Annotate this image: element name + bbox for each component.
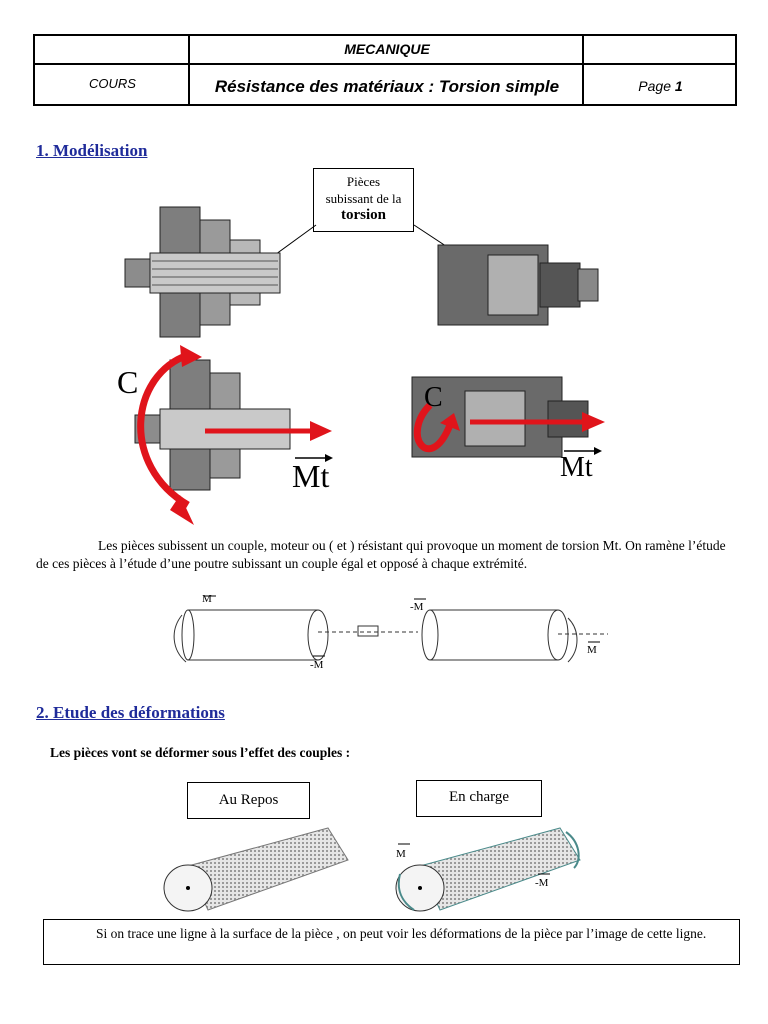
section-title-deformations: 2. Etude des déformations [36,703,225,722]
load-moment-label: M [396,848,406,860]
couple-label-right: C [424,382,443,413]
deformation-note: Si on trace une ligne à la surface de la… [43,919,740,965]
deformation-note-text: Si on trace une ligne à la surface de la… [96,926,707,941]
page-number: Page 1 [584,78,737,94]
beam-moment-label: -M [410,601,424,613]
moment-label-right: Mt [560,452,593,483]
callout-line: torsion [341,207,386,223]
header-divider [35,63,735,65]
callout-box: Pièces subissant de la torsion [313,168,414,232]
header-divider [188,36,190,104]
load-state-box: En charge [416,780,542,817]
page-title: Résistance des matériaux : Torsion simpl… [214,77,560,96]
deformations-intro: Les pièces vont se déformer sous l’effet… [50,745,351,760]
deformation-cylinders [163,827,581,912]
callout-line: subissant de la [325,191,402,206]
page-label: Page [638,78,671,94]
tube-nut-part [437,244,599,326]
modelisation-paragraph: Les pièces subissent un couple, moteur o… [36,538,726,571]
section-title-modelisation: 1. Modélisation [36,141,148,160]
beam-moment-label: -M [310,659,324,671]
beam-moment-label: M [202,593,212,605]
header-course-label: COURS [89,76,136,91]
moment-label-left: Mt [292,458,330,494]
vector-arrow-icon [564,447,602,455]
vector-arrow-icon [295,454,333,462]
gear-shaft-loaded [134,345,332,525]
cylinder-loaded [395,827,581,912]
gear-shaft-part [124,206,281,338]
rest-state-box: Au Repos [187,782,310,819]
header-table: MECANIQUE COURS Résistance des matériaux… [33,34,737,106]
beam-diagram [173,595,608,663]
load-moment-label: -M [535,877,549,889]
beam-moment-label: M [587,644,597,656]
tube-nut-loaded [411,376,605,458]
header-divider [582,36,584,104]
callout-line: Pièces [346,174,381,189]
couple-label-left: C [117,364,139,400]
torsion-parts-figure [124,206,605,525]
header-subject: MECANIQUE [344,41,430,57]
page-number-value: 1 [674,78,683,94]
cylinder-rest [163,827,349,912]
